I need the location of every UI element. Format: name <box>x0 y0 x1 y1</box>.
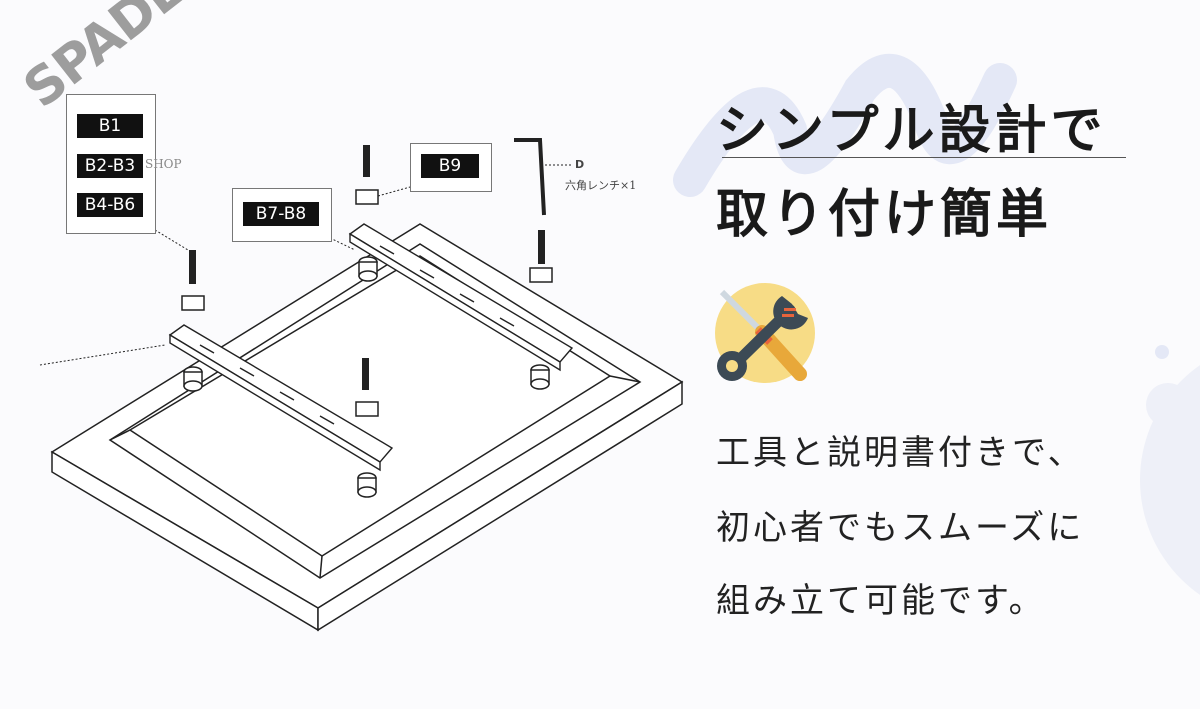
part-label-b1: B1 <box>77 114 143 138</box>
part-label-b9: B9 <box>421 154 479 178</box>
tool-caption: 六角レンチ×1 <box>565 179 637 192</box>
description-line-1: 工具と説明書付きで、 <box>716 433 1085 473</box>
spacers <box>183 256 550 498</box>
part-label-b4-b6: B4-B6 <box>77 193 143 217</box>
headline-divider <box>722 157 1126 158</box>
washers <box>181 189 553 417</box>
hex-wrench <box>514 138 546 216</box>
assembly-diagram <box>39 138 684 632</box>
headline-line1: シンプル設計で <box>716 100 1107 161</box>
wrench-screwdriver-icon <box>715 283 815 383</box>
description-line-2: 初心者でもスムーズに <box>716 508 1085 548</box>
bolts <box>189 145 545 390</box>
bracket-right <box>348 223 574 372</box>
headline-line2: 取り付け簡単 <box>716 184 1053 245</box>
description-line-3: 組み立て可能です。 <box>716 581 1046 621</box>
part-label-b7-b8: B7-B8 <box>243 202 319 226</box>
watermark-shop: SHOP <box>145 157 182 171</box>
tool-letter: D <box>575 158 585 171</box>
part-label-b2-b3: B2-B3 <box>77 154 143 178</box>
bracket-left <box>168 324 394 472</box>
